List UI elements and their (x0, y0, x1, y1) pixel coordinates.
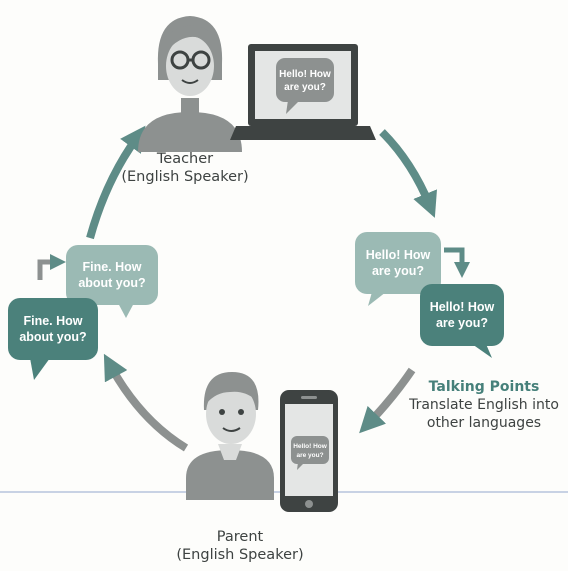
reply-front-line-1: Fine. How (23, 314, 82, 328)
translated-bubble-line-1: Hello! How (430, 300, 495, 314)
source-speech-bubble: Hello! How are you? (355, 232, 441, 306)
reply-front-speech-bubble: Fine. How about you? (8, 298, 98, 380)
teacher-role: Teacher (156, 151, 214, 167)
translated-speech-bubble: Hello! How are you? (420, 284, 504, 358)
arrow-reply-to-teacher (86, 125, 146, 240)
talking-points-desc-line-1: Translate English into (409, 397, 559, 413)
laptop-speech-bubble: Hello! How are you? (276, 58, 334, 114)
arrow-laptop-to-translation (379, 129, 437, 218)
elbow-arrow-reply (37, 253, 67, 280)
source-bubble-line-2: are you? (372, 264, 424, 278)
parent-label: Parent (English Speaker) (165, 528, 315, 564)
talking-points-title: Talking Points (428, 379, 540, 395)
phone-bubble-line-2: are you? (296, 452, 323, 459)
arrow-parent-to-reply (103, 353, 189, 452)
talking-points-caption: Talking Points Translate English into ot… (400, 378, 568, 432)
teacher-label: Teacher (English Speaker) (110, 150, 260, 186)
translated-bubble-line-2: are you? (436, 316, 488, 330)
elbow-arrow-translation (444, 247, 471, 279)
reply-front-line-2: about you? (19, 330, 86, 344)
phone-speech-bubble: Hello! How are you? (291, 436, 329, 470)
reply-back-line-1: Fine. How (82, 260, 141, 274)
teacher-with-glasses-icon (138, 16, 242, 152)
phone-bubble-line-1: Hello! How (293, 443, 328, 450)
parent-icon (186, 372, 274, 500)
parent-role: Parent (216, 529, 264, 545)
reply-back-line-2: about you? (78, 276, 145, 290)
laptop-bubble-line-2: are you? (284, 82, 326, 93)
talking-points-desc-line-2: other languages (426, 415, 542, 431)
source-bubble-line-1: Hello! How (366, 248, 431, 262)
parent-language: (English Speaker) (176, 547, 304, 563)
teacher-language: (English Speaker) (121, 169, 249, 185)
arrow-translation-to-parent (359, 367, 416, 434)
reply-back-speech-bubble: Fine. How about you? (66, 245, 158, 318)
laptop-bubble-line-1: Hello! How (279, 69, 331, 80)
